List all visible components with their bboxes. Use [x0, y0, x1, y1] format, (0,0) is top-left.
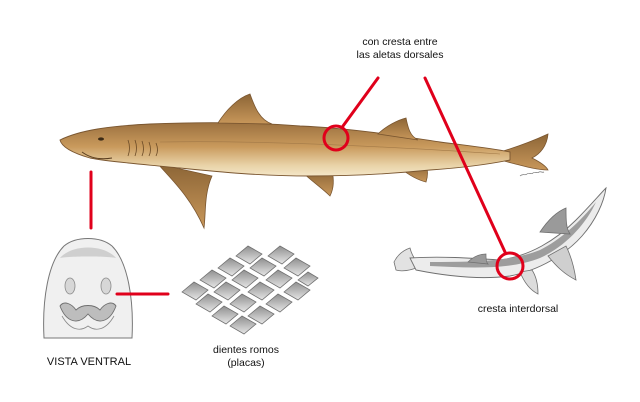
ventral-head-sketch: [43, 238, 133, 339]
label-dorsal-ridge: con cresta entre las aletas dorsales: [356, 36, 444, 61]
swimming-shark-dorsal: [539, 207, 571, 235]
shark-eye: [98, 137, 104, 141]
label-teeth: dientes romos (placas): [213, 344, 279, 369]
shark-pectoral-fin: [156, 163, 213, 230]
shark-lateral-line: [159, 141, 501, 155]
ventral-snout-shading: [60, 247, 116, 258]
callout-line-dorsal-ridge: [341, 76, 380, 128]
shark-first-dorsal-fin: [217, 93, 273, 125]
ventral-nostril-left: [64, 277, 76, 295]
shark-mouth: [81, 151, 113, 160]
ventral-mouth-lower: [61, 315, 115, 330]
ventral-nostril-right: [100, 277, 112, 295]
swimming-shark-sketch: [393, 186, 607, 295]
ventral-mouth: [59, 302, 117, 322]
label-interdorsal-ridge: cresta interdorsal: [477, 303, 559, 315]
callout-circle-dorsal-ridge: [322, 124, 350, 152]
shark-second-dorsal-fin: [377, 117, 419, 141]
shark-gill-slits: [127, 139, 158, 157]
swimming-shark-pectoral: [547, 245, 577, 281]
callout-circle-interdorsal: [495, 251, 525, 281]
artist-signature: [519, 171, 545, 177]
tooth-plates-sketch: [181, 245, 319, 335]
shark-caudal-fin: [499, 133, 549, 171]
callout-line-interdorsal: [423, 76, 507, 254]
swimming-shark-fin-small: [467, 253, 489, 265]
shark-body: [59, 122, 511, 177]
callout-lines: [89, 76, 525, 296]
swimming-shark-ventral-fin: [519, 269, 539, 295]
main-shark-illustration: [59, 93, 549, 230]
label-ventral-view: VISTA VENTRAL: [46, 356, 132, 368]
